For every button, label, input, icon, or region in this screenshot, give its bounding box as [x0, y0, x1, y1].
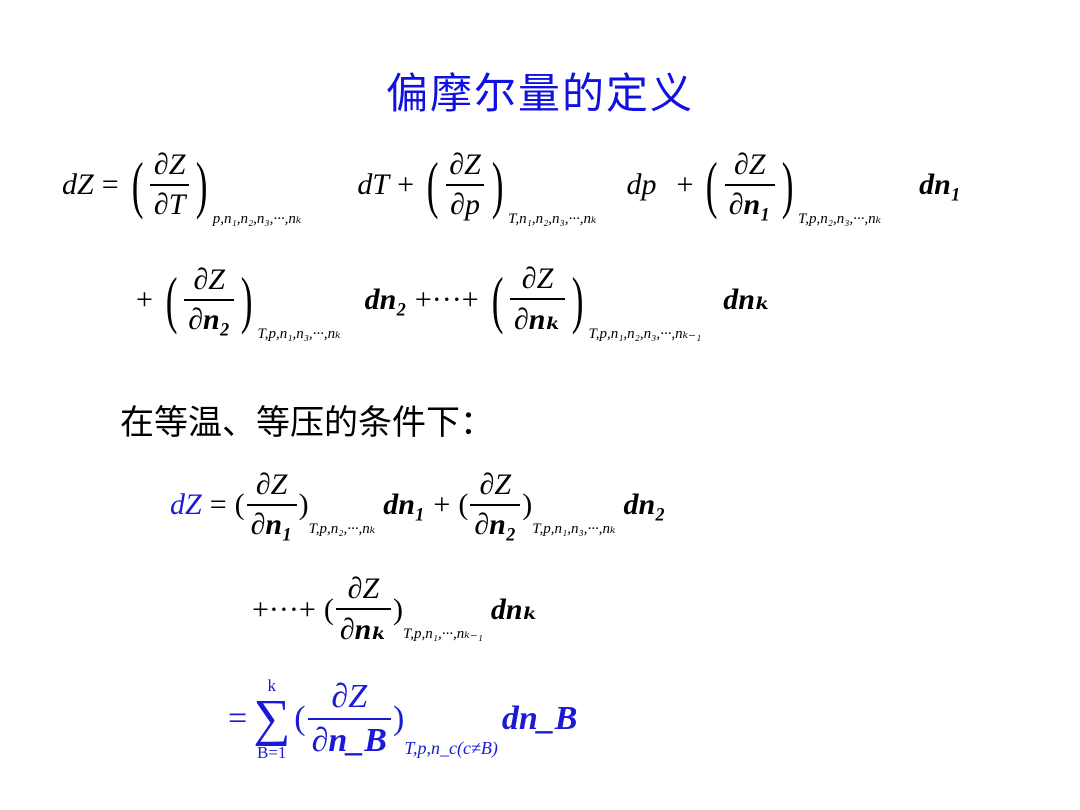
eq1-differential-2: dp: [626, 168, 657, 201]
equals-sign: =: [101, 168, 119, 201]
eq2-fraction-1: ∂Z ∂n₂: [184, 263, 235, 337]
eq4-subscript: T,p,n₁,···,nₖ₋₁: [403, 626, 483, 642]
equation-line-5: = k ∑ B=1 ( ∂Z ∂n_B ) T,p,n_c(c≠B) dn_B: [228, 676, 578, 762]
eq1-lhs: dZ: [62, 168, 94, 201]
equation-line-2: + ( ∂Z ∂n₂ ) T,p,n₁,n₃,···,nₖ dn₂ +···+ …: [136, 262, 771, 342]
eq2-differential-2: dnₖ: [723, 283, 771, 316]
eq1-fraction-2: ∂Z ∂p: [445, 148, 485, 222]
summation: k ∑ B=1: [253, 676, 291, 762]
eq2-subscript-2: T,p,n₁,n₂,n₃,···,nₖ₋₁: [588, 326, 702, 342]
eq1-fraction-3: ∂Z ∂n₁: [724, 148, 775, 222]
eq4-differential: dnₖ: [490, 593, 539, 626]
eq1-subscript-3: T,p,n₂,n₃,···,nₖ: [798, 211, 882, 227]
eq3-subscript-1: T,p,n₂,···,nₖ: [308, 521, 376, 537]
eq5-fraction: ∂Z ∂n_B: [307, 678, 391, 760]
equation-line-3: dZ = ( ∂Z ∂n₁ ) T,p,n₂,···,nₖ dn₁ + ( ∂Z…: [170, 468, 666, 542]
eq2-fraction-2: ∂Z ∂nₖ: [509, 262, 566, 337]
eq3-lhs: dZ: [170, 488, 202, 521]
eq3-fraction-2: ∂Z ∂n₂: [470, 468, 521, 542]
eq1-fraction-1: ∂Z ∂T: [149, 148, 190, 222]
eq2-subscript-1: T,p,n₁,n₃,···,nₖ: [257, 326, 341, 342]
eq2-differential-1: dn₂: [364, 282, 407, 316]
eq5-differential: dn_B: [501, 700, 578, 738]
eq3-fraction-1: ∂Z ∂n₁: [246, 468, 297, 542]
eq3-differential-1: dn₁: [383, 488, 426, 521]
equation-line-4: +···+ ( ∂Z ∂nₖ ) T,p,n₁,···,nₖ₋₁ dnₖ: [252, 572, 539, 647]
eq1-subscript-2: T,n₁,n₂,n₃,···,nₖ: [508, 211, 597, 227]
eq1-differential-3: dn₁: [919, 168, 962, 201]
eq3-differential-2: dn₂: [623, 488, 666, 521]
eq2-dots: +···+: [414, 282, 479, 316]
eq3-subscript-2: T,p,n₁,n₃,···,nₖ: [532, 521, 616, 537]
equation-line-1: dZ = ( ∂Z ∂T ) p,n₁,n₂,n₃,···,nₖ dT + ( …: [62, 148, 962, 227]
eq5-subscript: T,p,n_c(c≠B): [404, 737, 498, 758]
condition-text: 在等温、等压的条件下：: [120, 403, 494, 443]
eq4-dots: +···+: [252, 592, 316, 626]
slide-title: 偏摩尔量的定义: [385, 69, 694, 118]
eq1-subscript-1: p,n₁,n₂,n₃,···,nₖ: [212, 211, 302, 227]
eq4-fraction: ∂Z ∂nₖ: [335, 572, 392, 647]
eq1-differential-1: dT: [357, 168, 390, 201]
